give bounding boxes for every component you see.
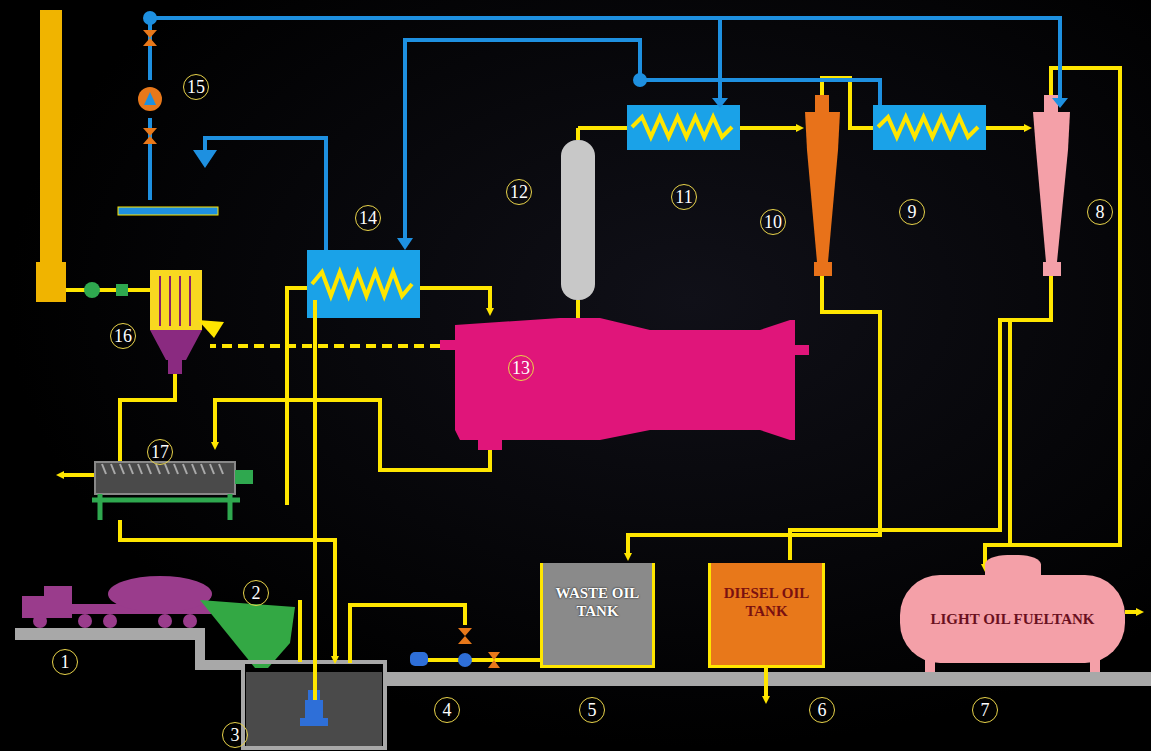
callout-number: 10 <box>760 209 786 235</box>
callout-number: 16 <box>110 323 136 349</box>
callout-number: 13 <box>508 355 534 381</box>
callout-number: 14 <box>355 205 381 231</box>
tank-label: LIGHT OIL FUELTANK <box>931 610 1095 628</box>
oil-tank: LIGHT OIL FUELTANK <box>900 575 1125 663</box>
tank-label: WASTE OIL TANK <box>549 584 646 620</box>
callout-number: 17 <box>147 439 173 465</box>
callout-number: 8 <box>1087 199 1113 225</box>
callout-number: 7 <box>972 697 998 723</box>
callout-number: 3 <box>222 722 248 748</box>
tank-label: DIESEL OIL TANK <box>717 584 816 620</box>
callout-number: 5 <box>579 697 605 723</box>
callout-number: 9 <box>899 199 925 225</box>
callout-number: 15 <box>183 74 209 100</box>
oil-tank: DIESEL OIL TANK <box>708 563 825 668</box>
callout-number: 11 <box>671 184 697 210</box>
callout-number: 1 <box>52 649 78 675</box>
callout-number: 6 <box>809 697 835 723</box>
oil-tank: WASTE OIL TANK <box>540 563 655 668</box>
callout-number: 2 <box>243 580 269 606</box>
callout-number: 12 <box>506 179 532 205</box>
callout-number: 4 <box>434 697 460 723</box>
